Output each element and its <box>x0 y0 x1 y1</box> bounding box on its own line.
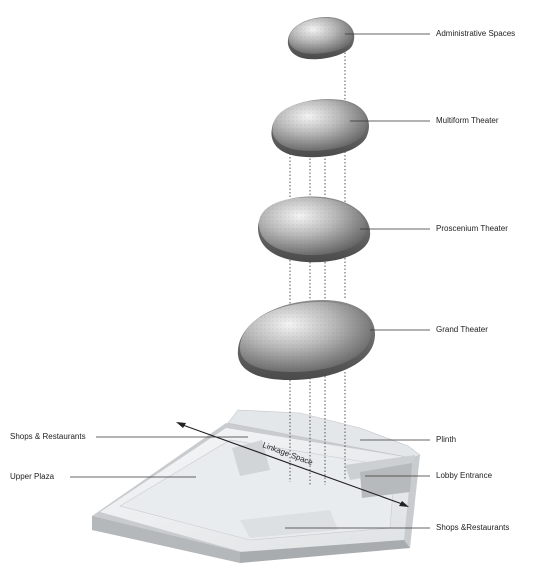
label-proscenium-theater: Proscenium Theater <box>436 224 508 233</box>
linkage-space-arrow <box>176 422 409 507</box>
label-shops-restaurants-left: Shops & Restaurants <box>10 432 86 441</box>
label-multiform-theater: Multiform Theater <box>436 116 499 125</box>
label-grand-theater: Grand Theater <box>436 325 488 334</box>
multiform-theater-volume <box>271 99 369 158</box>
label-shops-restaurants-right: Shops &Restaurants <box>436 523 510 532</box>
administrative-spaces-volume <box>287 16 355 60</box>
label-lobby-entrance: Lobby Entrance <box>436 471 493 480</box>
plinth-base <box>92 409 421 563</box>
label-plinth: Plinth <box>436 435 457 444</box>
proscenium-theater-volume <box>258 196 371 263</box>
label-administrative-spaces: Administrative Spaces <box>436 29 516 38</box>
label-upper-plaza: Upper Plaza <box>10 472 55 481</box>
leader-lines <box>70 33 430 529</box>
vertical-connectors <box>289 42 346 485</box>
grand-theater-volume <box>237 300 376 380</box>
